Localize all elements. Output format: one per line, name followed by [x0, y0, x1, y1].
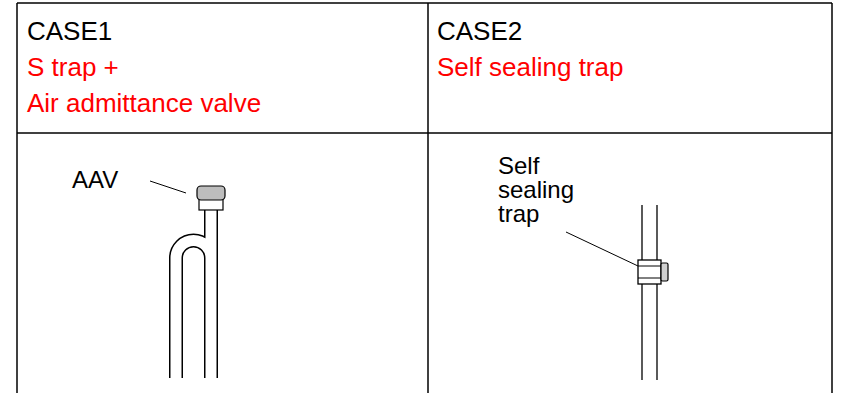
pipe-wall [656, 205, 657, 380]
table-line [831, 3, 833, 393]
aav-cap [197, 186, 225, 200]
s-trap-bore [176, 206, 211, 380]
s-trap [176, 206, 211, 380]
case-heading: CASE2 [437, 14, 522, 48]
self-sealing-trap [638, 260, 661, 284]
table-line [16, 3, 18, 393]
table-line [17, 132, 832, 134]
part-label: AAV [72, 166, 118, 194]
pipe-wall [641, 205, 642, 380]
case-description: S trap + [27, 50, 119, 84]
table-grid [17, 3, 832, 393]
leader-line [566, 232, 638, 266]
case-description: Air admittance valve [27, 86, 261, 120]
trap-band [638, 266, 661, 267]
trap-knob [661, 263, 668, 281]
case-description: Self sealing trap [437, 50, 623, 84]
case-heading: CASE1 [27, 14, 112, 48]
aav-collar [199, 199, 223, 210]
table-line [427, 3, 429, 393]
trap-band [638, 278, 661, 279]
part-label: Self sealing trap [498, 154, 574, 226]
table-line [17, 2, 832, 4]
leader-line [150, 181, 186, 193]
pipe [642, 205, 657, 380]
